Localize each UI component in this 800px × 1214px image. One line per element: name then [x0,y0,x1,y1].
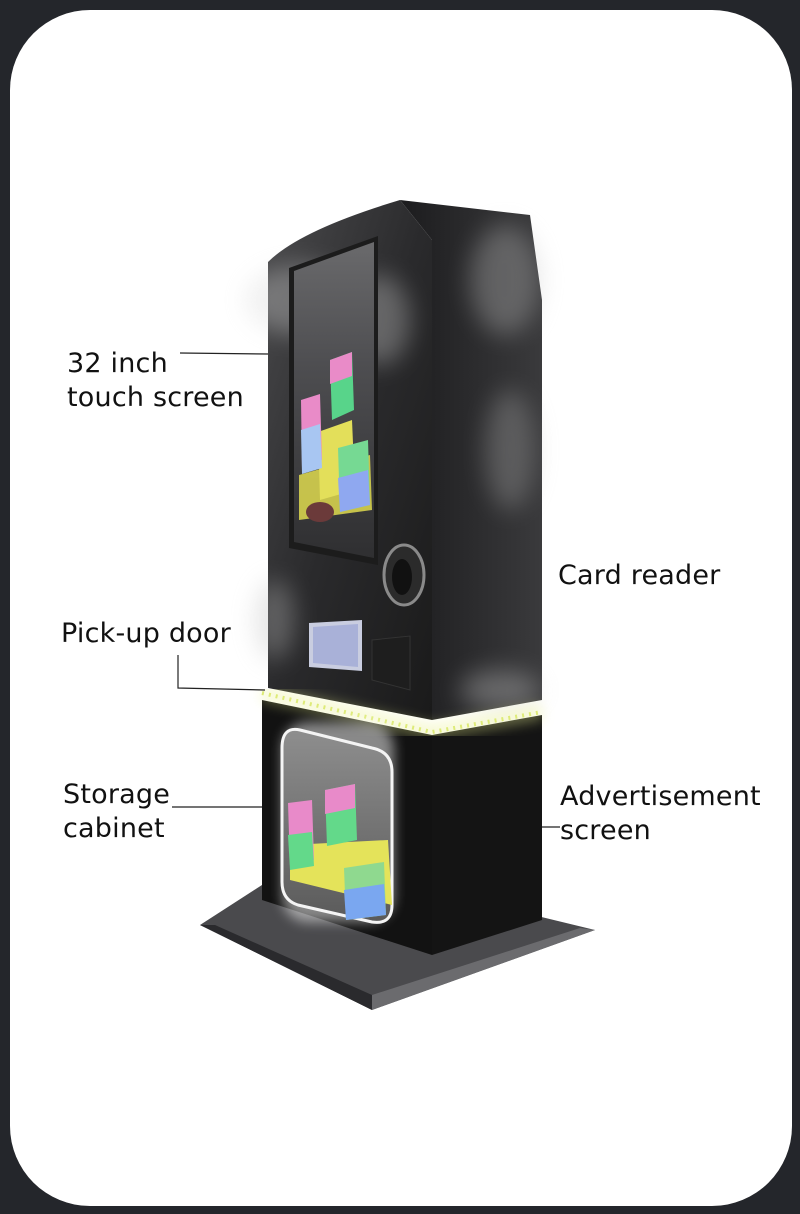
touch-screen-display [289,236,378,565]
leader-lines [172,352,560,828]
advertisement-screen-label: Advertisement screen [560,781,761,846]
storage-cabinet-label: Storage cabinet [63,779,171,844]
pickup-door-label: Pick-up door [61,618,231,649]
storage-cabinet-window [280,722,394,924]
image-card: 32 inch touch screen Card reader Pick-up… [10,10,792,1206]
card-reader-device [382,543,426,607]
led-strip [260,685,544,741]
vending-machine-illustration [172,200,595,1010]
card-reader-label: Card reader [558,560,721,591]
touch-screen-label: 32 inch touch screen [67,348,244,413]
pickup-door-panel [309,620,411,691]
